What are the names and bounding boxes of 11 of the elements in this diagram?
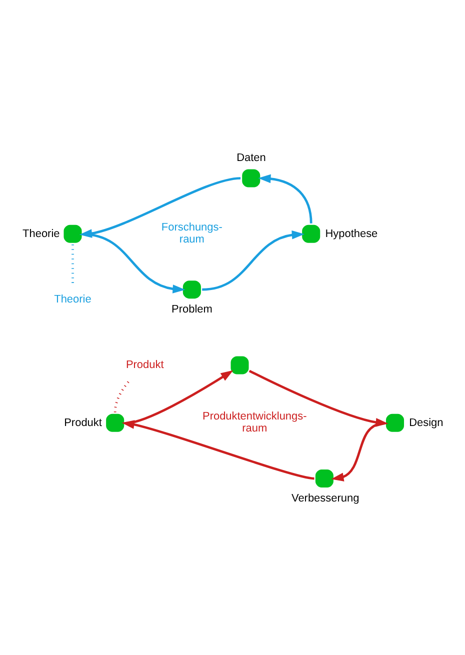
node-label: Theorie bbox=[22, 227, 60, 240]
node-text: Theorie bbox=[54, 293, 92, 306]
node-label: Verbesserung bbox=[292, 492, 360, 504]
node-label: Daten bbox=[236, 152, 266, 164]
label: Forschungs- raum bbox=[161, 221, 222, 245]
node-label: Hypothese bbox=[325, 227, 378, 240]
node-label: Problem bbox=[172, 302, 212, 315]
node-label: Produkt bbox=[64, 416, 102, 428]
node-label: Design bbox=[409, 416, 444, 428]
label: Produktentwicklungs- raum bbox=[202, 410, 307, 434]
node-text: Produkt bbox=[126, 358, 164, 371]
